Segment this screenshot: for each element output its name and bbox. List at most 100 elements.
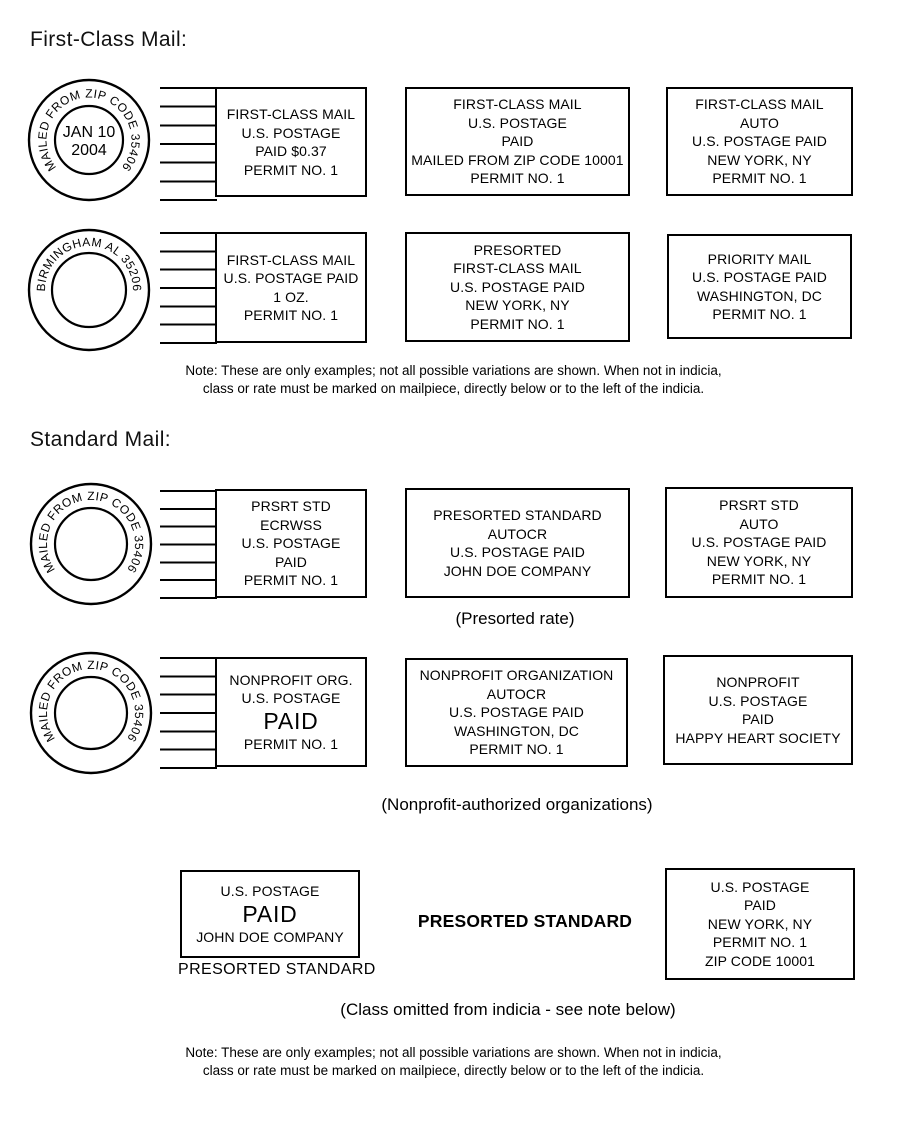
indicia-line: U.S. POSTAGE PAID: [449, 704, 584, 721]
indicia-line: MAILED FROM ZIP CODE 10001: [411, 151, 624, 168]
stamp-inner-circle: [53, 506, 129, 582]
indicia-line: PERMIT NO. 1: [243, 735, 339, 752]
indicia-line: U.S. POSTAGE PAID: [691, 534, 827, 551]
section-heading-first-class: First-Class Mail:: [30, 28, 188, 51]
indicia-line: PRSRT STD: [719, 497, 799, 514]
indicia-line: PAID $0.37: [255, 143, 327, 159]
indicia-line: FIRST-CLASS MAIL: [453, 96, 582, 113]
indicia-line: PRSRT STD: [251, 498, 331, 515]
indicia-line: U.S. POSTAGE PAID: [450, 544, 585, 560]
stamp-ring-text: MAILED FROM ZIP CODE 35406: [36, 658, 146, 745]
note-first-class: Note: These are only examples; not all p…: [0, 362, 907, 397]
indicia-line: PRESORTED STANDARD: [433, 507, 602, 523]
indicia-line: PRESORTED: [473, 241, 562, 258]
stamp-inner-circle: [53, 104, 125, 176]
indicia-line: U.S. POSTAGE: [468, 114, 567, 131]
indicia-line: NEW YORK, NY: [707, 151, 812, 168]
cancellation-bars: [160, 232, 217, 344]
note-line: class or rate must be marked on mailpiec…: [202, 1062, 705, 1078]
indicia-line: ECRWSS: [260, 516, 322, 533]
caption-class-omitted: (Class omitted from indicia - see note b…: [340, 1000, 676, 1019]
stamp-outer-circle: [27, 228, 151, 352]
indicia-line: U.S. POSTAGE PAID: [692, 269, 827, 285]
indicia-line: AUTO: [739, 515, 779, 532]
stamp-date-line1: JAN 10: [63, 124, 116, 141]
indicia-line: PAID: [274, 553, 308, 570]
indicia-line: U.S. POSTAGE PAID: [223, 270, 359, 286]
section-heading-standard: Standard Mail:: [30, 428, 172, 451]
indicia-line: HAPPY HEART SOCIETY: [675, 729, 841, 746]
indicia-line: ZIP CODE 10001: [704, 952, 816, 969]
indicia-box-priority-mail: PRIORITY MAIL U.S. POSTAGE PAID WASHINGTON…: [667, 234, 852, 339]
indicia-line: AUTO: [739, 114, 780, 131]
note-line: Note: These are only examples; not all p…: [185, 363, 722, 378]
indicia-line: NONPROFIT ORGANIZATION: [419, 667, 614, 684]
note-standard: Note: These are only examples; not all p…: [0, 1044, 907, 1079]
indicia-box-nonprofit-happy-heart: NONPROFIT U.S. POSTAGE PAID HAPPY HEART SOC…: [663, 655, 853, 765]
indicia-line: NEW YORK, NY: [706, 552, 812, 569]
indicia-line: U.S. POSTAGE PAID: [692, 133, 827, 150]
stamp-outer-circle: [29, 482, 153, 606]
indicia-line: PRIORITY MAIL: [707, 250, 812, 267]
indicia-line: 1 OZ.: [273, 288, 309, 305]
indicia-line: PERMIT NO. 1: [243, 572, 339, 589]
cancellation-bars: [160, 657, 217, 769]
postmark-stamp-zip-dated: MAILED FROM ZIP CODE 35406 JAN 10 2004: [27, 78, 151, 202]
indicia-line: PAID: [501, 133, 534, 150]
indicia-line: PERMIT NO. 1: [243, 307, 339, 323]
presorted-standard-center-text: PRESORTED STANDARD: [417, 911, 633, 931]
stamp-date-line2: 2004: [71, 142, 107, 159]
indicia-line: U.S. POSTAGE PAID: [450, 278, 585, 295]
cancellation-bars: [160, 490, 217, 599]
indicia-line: FIRST-CLASS MAIL: [226, 251, 356, 268]
postmark-stamp-zip-presorted: MAILED FROM ZIP CODE 35406: [29, 482, 153, 606]
stamp-inner-circle: [50, 251, 128, 329]
indicia-line: PERMIT NO. 1: [470, 170, 565, 187]
indicia-line: U.S. POSTAGE: [241, 535, 341, 552]
indicia-line: PERMIT NO. 1: [712, 306, 807, 322]
stamp-inner-circle: [53, 675, 129, 751]
indicia-line: PERMIT NO. 1: [712, 934, 808, 951]
indicia-line: JOHN DOE COMPANY: [196, 928, 344, 945]
indicia-line: U.S. POSTAGE: [220, 883, 320, 899]
indicia-line: FIRST-CLASS MAIL: [226, 106, 356, 122]
indicia-box-presorted-standard-autocr: PRESORTED STANDARD AUTOCR U.S. POSTAGE PAI…: [405, 488, 630, 598]
indicia-line: WASHINGTON, DC: [453, 722, 580, 739]
indicia-line: WASHINGTON, DC: [696, 287, 823, 304]
indicia-line: AUTOCR: [486, 685, 547, 702]
presorted-standard-below-box-label: PRESORTED STANDARD: [178, 961, 376, 978]
indicia-line: NONPROFIT ORG.: [229, 671, 353, 688]
indicia-line: NEW YORK, NY: [707, 915, 813, 932]
stamp-ring-text: MAILED FROM ZIP CODE 35406: [36, 489, 146, 576]
indicia-line: PERMIT NO. 1: [243, 161, 339, 178]
indicia-line: PAID: [743, 897, 777, 914]
indicia-line: PAID: [741, 711, 775, 727]
postmark-stamp-birmingham: BIRMINGHAM AL 35206: [27, 228, 151, 352]
stamp-outer-circle: [27, 78, 151, 202]
indicia-line: U.S. POSTAGE: [708, 692, 808, 709]
indicia-line: NONPROFIT: [716, 674, 800, 690]
caption-nonprofit-authorized: (Nonprofit-authorized organizations): [381, 795, 653, 814]
note-line: Note: These are only examples; not all p…: [185, 1045, 722, 1060]
indicia-line: PERMIT NO. 1: [470, 315, 565, 332]
indicia-box-first-class-1oz: FIRST-CLASS MAIL U.S. POSTAGE PAID 1 OZ. PE…: [215, 232, 367, 343]
postmark-stamp-zip-nonprofit: MAILED FROM ZIP CODE 35406: [29, 651, 153, 775]
indicia-line: AUTOCR: [487, 525, 548, 542]
indicia-line: PERMIT NO. 1: [469, 741, 564, 758]
caption-presorted-rate: (Presorted rate): [455, 609, 575, 628]
indicia-line: PAID: [242, 900, 298, 927]
indicia-line: U.S. POSTAGE: [710, 878, 810, 895]
indicia-line: PERMIT NO. 1: [711, 571, 807, 588]
indicia-line: FIRST-CLASS MAIL: [453, 260, 582, 277]
note-line: class or rate must be marked on mailpiec…: [202, 380, 705, 396]
